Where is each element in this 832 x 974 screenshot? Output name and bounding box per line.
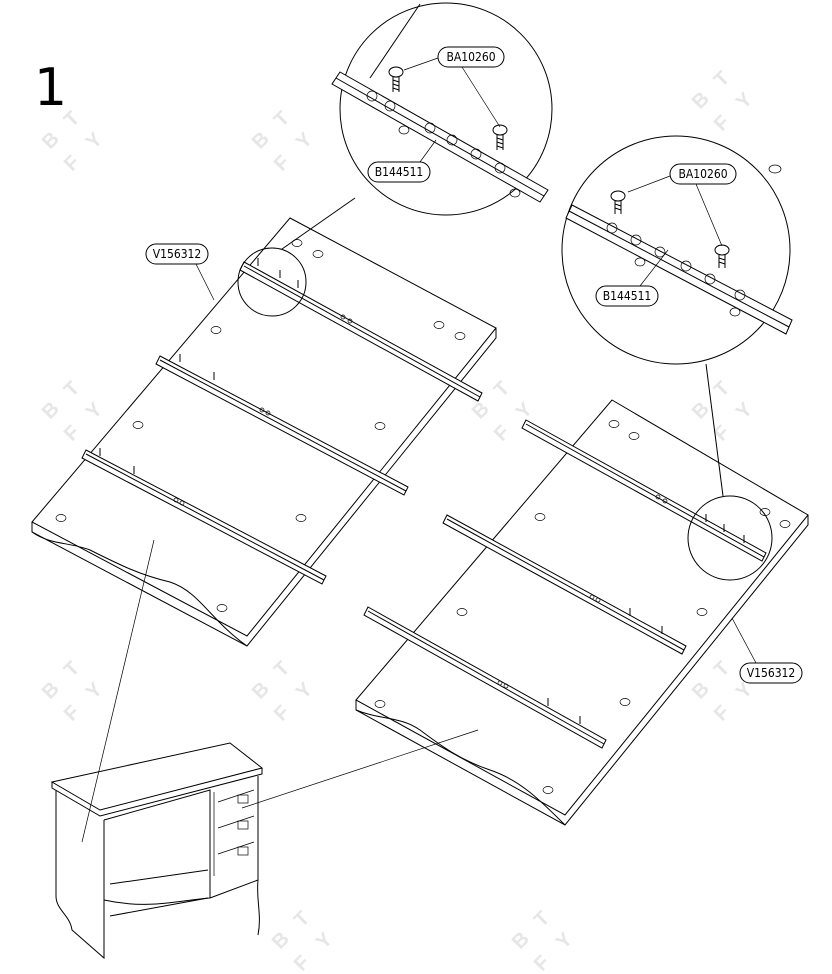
svg-text:B144511: B144511 <box>603 289 652 303</box>
watermark-letter: B <box>688 398 714 424</box>
right-rail-bottom <box>363 606 607 749</box>
watermark-letter: B <box>268 928 294 954</box>
watermark-letter: Y <box>732 88 757 113</box>
watermark-letter: T <box>710 67 734 91</box>
label-rail-top-left: B144511 <box>367 139 437 183</box>
left-rail-middle <box>155 354 409 496</box>
watermark-letter: B <box>468 398 494 424</box>
watermark-letter: F <box>710 111 734 135</box>
watermark-letter: F <box>60 151 84 175</box>
watermark-letter: T <box>530 907 554 931</box>
label-panel-left: V156312 <box>145 243 215 301</box>
svg-text:BA10260: BA10260 <box>446 50 495 64</box>
left-rail-bottom <box>81 448 327 585</box>
watermark-letter: B <box>38 398 64 424</box>
watermark-letter: B <box>248 128 274 154</box>
step-number: 1 <box>34 58 68 118</box>
watermark-letter: B <box>688 678 714 704</box>
watermark-letter: F <box>490 421 514 445</box>
watermark-letter: T <box>490 377 514 401</box>
watermark-letter: Y <box>292 128 317 153</box>
watermark-letter: F <box>60 421 84 445</box>
chest-of-drawers <box>50 742 264 960</box>
watermark-letter: F <box>60 701 84 725</box>
watermark-letter: Y <box>512 398 537 423</box>
watermark-letter: Y <box>312 928 337 953</box>
watermark-letter: T <box>60 107 84 131</box>
right-rail-top <box>521 419 767 562</box>
watermark-letter: Y <box>732 398 757 423</box>
label-rail-top-right: B144511 <box>595 249 669 307</box>
screw-icon <box>610 190 626 214</box>
left-panel <box>31 217 497 647</box>
right-rail-middle <box>442 514 687 655</box>
watermark-letter: F <box>710 701 734 725</box>
svg-text:BA10260: BA10260 <box>678 167 727 181</box>
watermark-letter: F <box>270 151 294 175</box>
watermark-letter: T <box>60 657 84 681</box>
watermark-letter: T <box>290 907 314 931</box>
watermark-letter: Y <box>82 398 107 423</box>
watermark-letter: T <box>710 657 734 681</box>
watermark-letter: B <box>248 678 274 704</box>
watermark-letter: T <box>60 377 84 401</box>
watermark-letter: F <box>270 701 294 725</box>
watermark-letter: F <box>290 951 314 974</box>
svg-text:V156312: V156312 <box>153 247 202 261</box>
screw-icon <box>492 124 508 150</box>
watermark-letter: Y <box>82 678 107 703</box>
label-screw-top-left: BA10260 <box>403 46 505 128</box>
right-panel <box>355 399 809 826</box>
svg-text:V156312: V156312 <box>747 666 796 680</box>
watermark-letter: T <box>270 657 294 681</box>
watermark-letter: B <box>508 928 534 954</box>
watermark-letter: Y <box>82 128 107 153</box>
watermark-letter: B <box>38 128 64 154</box>
watermark-letter: B <box>38 678 64 704</box>
screw-icon <box>388 66 404 92</box>
svg-text:B144511: B144511 <box>375 165 424 179</box>
watermark-letter: B <box>688 88 714 114</box>
watermark-letter: Y <box>552 928 577 953</box>
label-screw-top-right: BA10260 <box>627 163 737 247</box>
watermark-letter: T <box>710 377 734 401</box>
watermark-letter: T <box>270 107 294 131</box>
watermark-letter: F <box>530 951 554 974</box>
screw-icon <box>714 244 730 268</box>
label-panel-right: V156312 <box>731 617 803 684</box>
detail-circle-right <box>561 135 793 581</box>
watermark-letter: Y <box>292 678 317 703</box>
